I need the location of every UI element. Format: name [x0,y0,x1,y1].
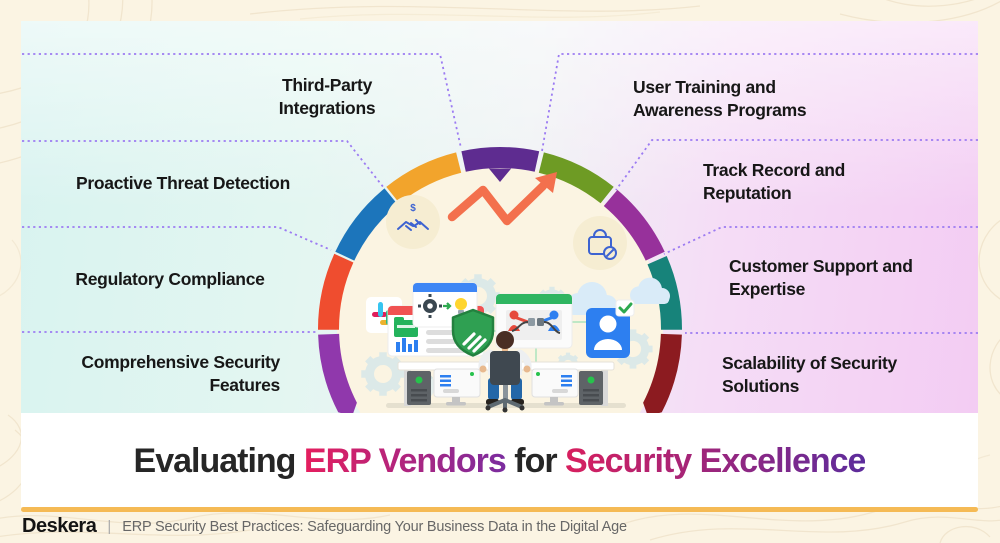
vendor-criteria-ring-diagram: $ [22,53,978,413]
criteria-label-customer-support-expertise: Customer Support and Expertise [729,256,913,299]
ring-segment-orange-red [317,253,354,330]
ring-segment-dark-red [643,333,682,413]
ring-segment-violet [603,189,665,261]
handshake-dollar-badge: $ [410,203,416,214]
workstation-illustration [361,274,670,413]
connector-lines [22,53,978,334]
page-title: Evaluating ERP Vendors for Security Exce… [21,413,978,481]
connector-line [22,140,385,189]
shopping-bag-icon [573,216,627,270]
ring-segment-blue [335,188,398,261]
shield-icon [451,308,495,357]
ring-segment-amber [386,152,462,204]
criteria-label-comprehensive-security-features: Comprehensive Security Features [81,352,280,395]
title-band: Evaluating ERP Vendors for Security Exce… [21,413,978,507]
footer: Deskera | ERP Security Best Practices: S… [22,515,627,538]
connector-line [663,226,978,255]
criteria-label-proactive-threat-detection: Proactive Threat Detection [76,173,290,193]
connector-line [22,226,332,251]
person-at-desk [478,331,532,413]
criteria-label-scalability-security-solutions: Scalability of Security Solutions [722,353,897,396]
brand-logo: Deskera [22,515,97,537]
monitor [433,368,481,406]
title-part-for: for [514,442,557,480]
server-tower [407,371,431,405]
footer-separator: | [107,518,112,535]
server-tower [579,371,603,405]
contact-card [586,299,635,358]
criteria-label-user-training-awareness: User Training and Awareness Programs [633,77,807,120]
ring-segment-green [538,152,614,204]
accent-divider-line [21,507,978,512]
connector-line [22,53,462,149]
title-part-security-excellence: Security Excellence [565,442,866,480]
criteria-label-track-record-reputation: Track Record and Reputation [703,160,846,203]
integration-window [495,293,573,349]
criteria-label-regulatory-compliance: Regulatory Compliance [75,269,265,289]
growth-arrow-icon [447,172,557,226]
ring-segment-top-purple [461,147,540,182]
title-part-evaluating: Evaluating [133,442,297,480]
handshake-icon: $ [386,195,440,249]
criteria-label-third-party-integrations: Third-Party Integrations [278,75,376,118]
connector-line [615,139,978,191]
footer-tagline: ERP Security Best Practices: Safeguardin… [122,518,627,535]
ring-segments [317,147,683,413]
monitor [531,368,579,406]
title-part-erp-vendors: ERP Vendors [303,442,507,480]
ring-segment-bottom-purple [318,333,357,413]
